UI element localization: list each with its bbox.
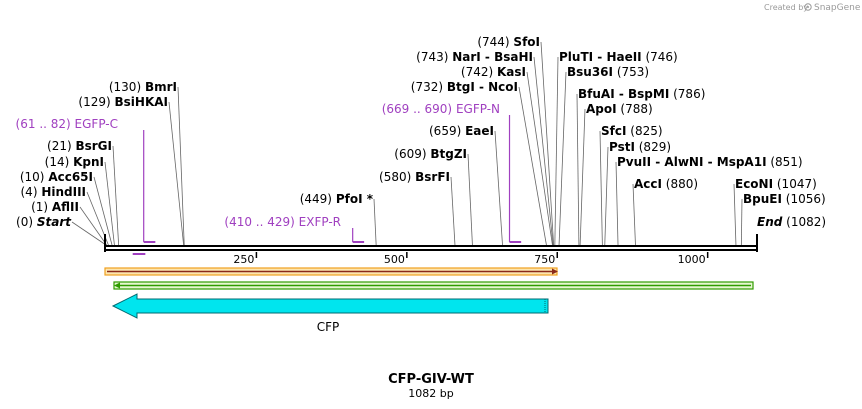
enzyme-label[interactable]: (743) NarI - BsaHI bbox=[416, 50, 533, 64]
primer-label[interactable]: (410 .. 429) EXFP-R bbox=[224, 215, 341, 229]
start-line bbox=[71, 221, 107, 246]
enzyme-label[interactable]: SfcI (825) bbox=[601, 124, 663, 138]
enzyme-cut-line bbox=[177, 86, 185, 246]
enzyme-label[interactable]: BpuEI (1056) bbox=[743, 192, 826, 206]
enzyme-cut-line bbox=[558, 71, 567, 246]
enzyme-label[interactable]: (10) Acc65I bbox=[20, 170, 93, 184]
orf-reverse-bar[interactable] bbox=[113, 281, 754, 290]
enzyme-cut-line bbox=[79, 206, 107, 246]
start-label[interactable]: (0) Start bbox=[16, 215, 72, 229]
enzyme-label[interactable]: (14) KpnI bbox=[45, 155, 104, 169]
enzyme-label[interactable]: EcoNI (1047) bbox=[735, 177, 817, 191]
map-title: CFP-GIV-WT bbox=[388, 372, 474, 387]
enzyme-cut-line bbox=[526, 71, 553, 246]
cfp-feature-label: CFP bbox=[317, 320, 340, 334]
enzyme-label[interactable]: (580) BsrFI bbox=[379, 170, 450, 184]
enzyme-cut-line bbox=[604, 146, 609, 246]
primer-label[interactable]: (669 .. 690) EGFP-N bbox=[382, 102, 500, 116]
dna-backbone bbox=[104, 234, 758, 252]
enzyme-label[interactable]: (21) BsrGI bbox=[47, 139, 112, 153]
enzyme-label[interactable]: PvuII - AlwNI - MspA1I (851) bbox=[617, 155, 803, 169]
primer-label[interactable]: (61 .. 82) EGFP-C bbox=[16, 117, 118, 131]
enzyme-cut-line bbox=[733, 183, 737, 246]
enzyme-label[interactable]: (449) PfoI * bbox=[300, 192, 374, 206]
enzyme-cut-line bbox=[599, 130, 603, 246]
enzyme-cut-line bbox=[93, 176, 113, 246]
scale-tick-label: 250 bbox=[233, 253, 254, 266]
site-labels: (0) Start (130) BmrI(129) BsiHKAI (21) Bsr… bbox=[16, 35, 827, 229]
enzyme-cut-line bbox=[494, 130, 503, 246]
credit-prefix: Created by bbox=[764, 3, 808, 12]
enzyme-label[interactable]: ApoI (788) bbox=[586, 102, 653, 116]
enzyme-cut-line bbox=[533, 56, 554, 246]
scale-tick-label: 1000 bbox=[678, 253, 706, 266]
scale-ticks: 250 500 750 1000 bbox=[233, 252, 709, 266]
snapgene-logo-icon bbox=[804, 3, 812, 11]
cut-site-lines bbox=[71, 41, 743, 246]
enzyme-cut-line bbox=[740, 198, 743, 246]
enzyme-label[interactable]: (742) KasI bbox=[461, 65, 526, 79]
enzyme-cut-line bbox=[576, 93, 580, 246]
enzyme-cut-line bbox=[518, 86, 547, 246]
enzyme-label[interactable]: AccI (880) bbox=[634, 177, 698, 191]
enzyme-cut-line bbox=[615, 161, 619, 246]
enzyme-cut-line bbox=[373, 198, 377, 246]
enzyme-label[interactable]: BfuAI - BspMI (786) bbox=[578, 87, 705, 101]
enzyme-cut-line bbox=[450, 176, 456, 246]
enzyme-label[interactable]: (659) EaeI bbox=[429, 124, 494, 138]
enzyme-cut-line bbox=[112, 145, 120, 246]
enzyme-label[interactable]: Bsu36I (753) bbox=[567, 65, 649, 79]
orf-forward-bar[interactable] bbox=[104, 267, 558, 276]
enzyme-label[interactable]: (130) BmrI bbox=[109, 80, 177, 94]
enzyme-cut-line bbox=[632, 183, 636, 246]
snapgene-brand: SnapGene bbox=[814, 3, 861, 13]
sequence-length: 1082 bp bbox=[408, 387, 453, 400]
scale-tick-label: 750 bbox=[534, 253, 555, 266]
enzyme-label[interactable]: PstI (829) bbox=[609, 140, 671, 154]
scale-tick-label: 500 bbox=[384, 253, 405, 266]
enzyme-cut-line bbox=[540, 41, 555, 246]
enzyme-label[interactable]: (609) BtgZI bbox=[394, 147, 467, 161]
enzyme-label[interactable]: PluTI - HaeII (746) bbox=[559, 50, 678, 64]
enzyme-label[interactable]: (4) HindIII bbox=[21, 185, 87, 199]
enzyme-label[interactable]: (732) BtgI - NcoI bbox=[411, 80, 518, 94]
enzyme-label[interactable]: (129) BsiHKAI bbox=[78, 95, 168, 109]
enzyme-cut-line bbox=[104, 161, 115, 246]
enzyme-cut-line bbox=[467, 153, 473, 246]
cfp-feature-arrow[interactable] bbox=[111, 293, 549, 319]
primer-marks bbox=[132, 115, 522, 255]
end-label[interactable]: End (1082) bbox=[757, 215, 826, 229]
enzyme-label[interactable]: (1) AflII bbox=[31, 200, 79, 214]
enzyme-cut-line bbox=[554, 56, 559, 246]
enzyme-cut-line bbox=[579, 108, 586, 246]
enzyme-cut-line bbox=[168, 101, 185, 246]
enzyme-label[interactable]: (744) SfoI bbox=[477, 35, 540, 49]
